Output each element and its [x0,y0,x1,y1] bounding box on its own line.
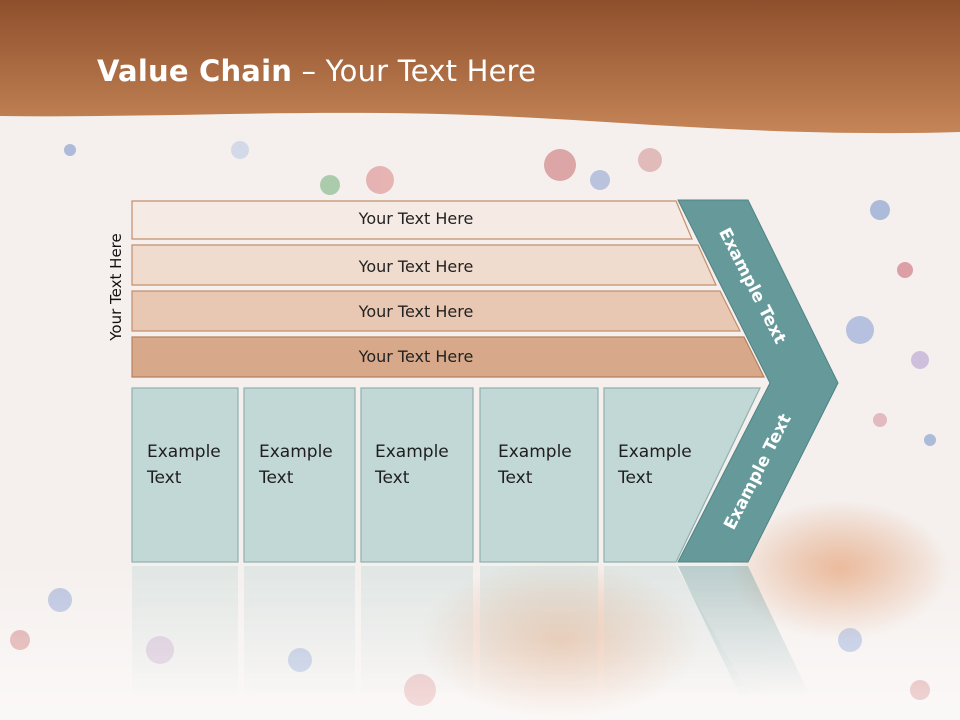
box-1-text: Example Text [147,439,221,491]
row-1-text: Your Text Here [358,209,474,228]
chain-row-4 [131,336,765,378]
chain-box-4 [479,387,599,563]
header-band [0,0,960,134]
box-3-text: Example Text [375,439,449,491]
title-bold: Value Chain [97,54,293,88]
box-1-line-2: Text [147,468,182,488]
chain-box-5 [603,387,761,563]
box-4-line-1: Example [498,442,572,462]
diagram-reflection [132,566,810,696]
chain-box-3 [360,387,474,563]
box-5-line-2: Text [618,468,653,488]
chain-row-3 [131,290,741,332]
title-rest: – Your Text Here [292,54,537,88]
row-3-text: Your Text Here [358,302,474,321]
chain-row-2 [131,244,717,286]
chain-box-1 [131,387,239,563]
chain-row-1 [131,200,693,240]
box-1-line-1: Example [147,442,221,462]
row-4-text: Your Text Here [358,347,474,366]
box-5-text: Example Text [618,439,692,491]
box-4-text: Example Text [498,439,572,491]
slide-title: Value Chain – Your Text Here [97,54,536,88]
box-4-line-2: Text [498,468,533,488]
box-5-line-1: Example [618,442,692,462]
box-2-line-2: Text [259,468,294,488]
box-3-line-2: Text [375,468,410,488]
box-3-line-1: Example [375,442,449,462]
box-2-text: Example Text [259,439,333,491]
box-2-line-1: Example [259,442,333,462]
chain-box-2 [243,387,356,563]
row-2-text: Your Text Here [358,257,474,276]
chevron-arrow [677,199,839,563]
side-label: Your Text Here [107,233,125,341]
